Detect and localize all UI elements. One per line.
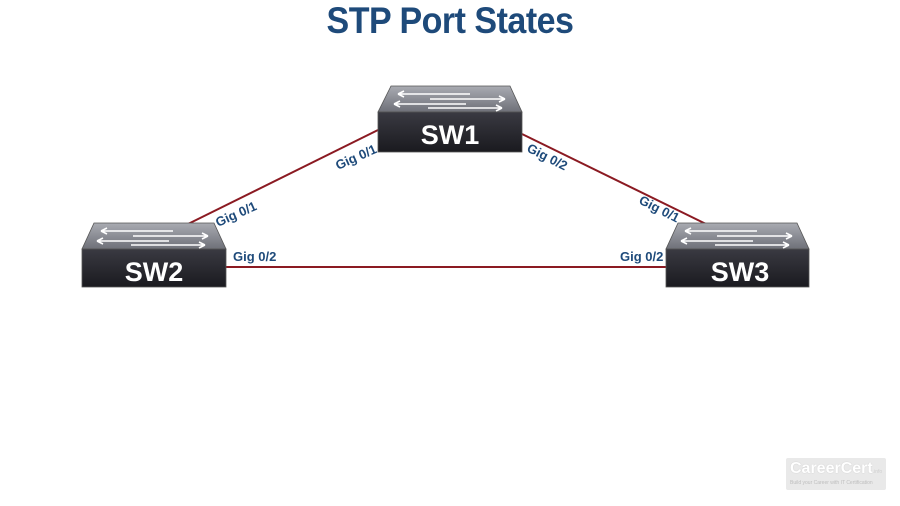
watermark-logo: CareerCert.info (790, 460, 882, 478)
switch-sw2[interactable]: SW2 (81, 222, 227, 288)
diagram-title: STP Port States (326, 0, 574, 42)
watermark-tagline: Build your Career with IT Certification (790, 480, 873, 486)
link-sw1-sw3 (521, 133, 707, 225)
switch-label: SW1 (421, 120, 480, 150)
port-label-sw1-gig02: Gig 0/2 (525, 140, 570, 173)
careercert-watermark: CareerCert.info Build your Career with I… (786, 458, 886, 490)
port-label-sw3-gig01: Gig 0/1 (637, 192, 682, 225)
arrows-icon (393, 90, 506, 112)
port-label-sw2-gig01: Gig 0/1 (213, 198, 259, 229)
port-label-sw3-gig02: Gig 0/2 (620, 249, 663, 264)
switch-sw1[interactable]: SW1 (377, 85, 523, 153)
switch-label: SW3 (711, 257, 770, 287)
arrows-icon (680, 227, 793, 249)
switch-body (377, 111, 523, 153)
switch-body (665, 248, 810, 288)
switch-body (81, 248, 227, 288)
link-sw1-sw2 (187, 129, 379, 225)
watermark-logo-suffix: .info (872, 469, 883, 475)
port-label-sw2-gig02: Gig 0/2 (233, 249, 276, 264)
links (187, 129, 707, 268)
port-label-sw1-gig01: Gig 0/1 (333, 141, 379, 172)
switch-sw3[interactable]: SW3 (665, 222, 810, 288)
watermark-logo-text: CareerCert (790, 460, 873, 477)
switch-label: SW2 (125, 257, 184, 287)
arrows-icon (96, 227, 209, 249)
